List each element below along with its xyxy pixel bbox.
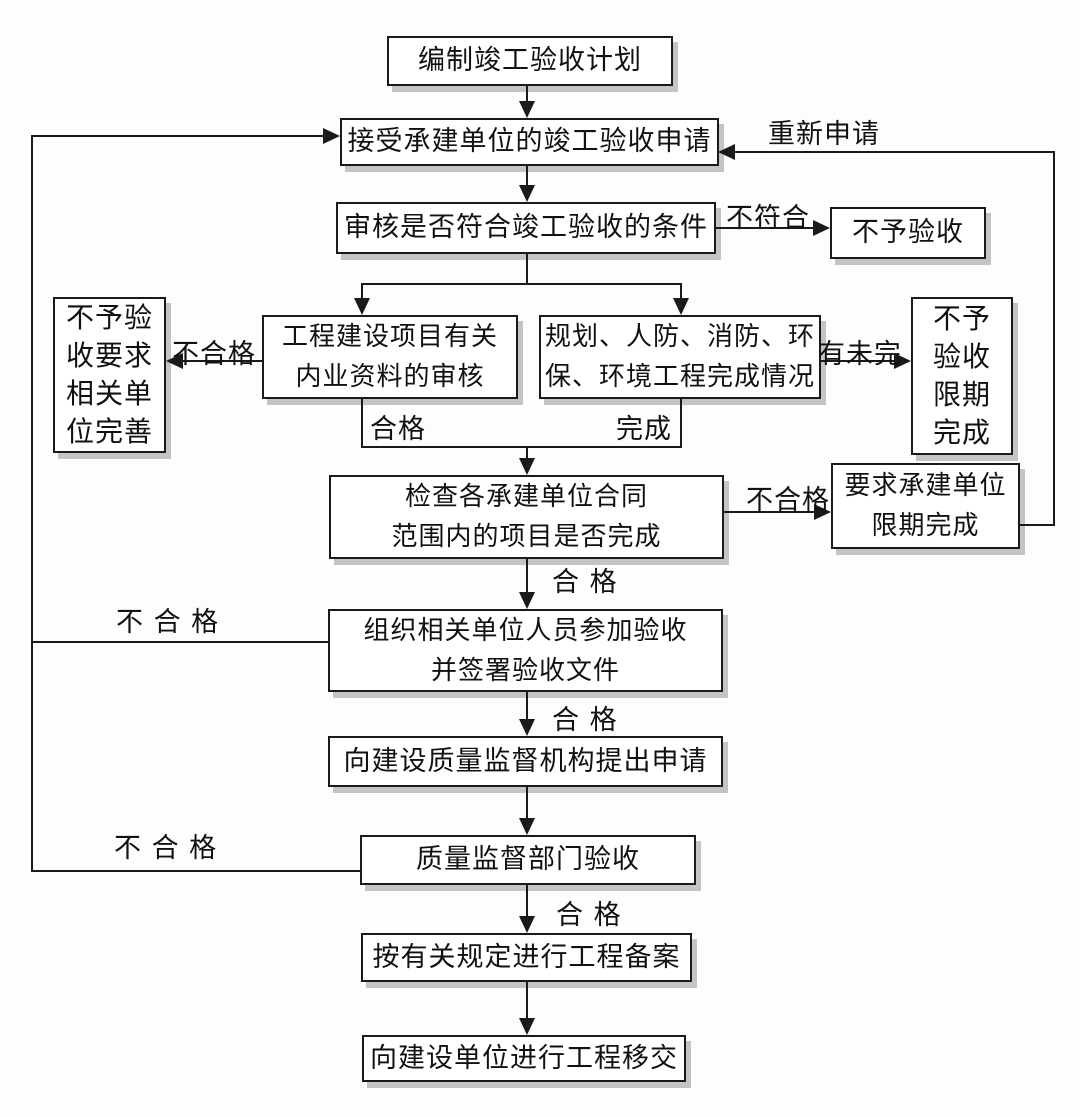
connector-quality-filing: [526, 885, 528, 917]
node-no-acceptance-deadline: 不予 验收 限期 完成: [911, 297, 1013, 455]
connector-accept-review: [526, 166, 528, 186]
arrowhead-right-require: [814, 504, 831, 520]
connector-feedback-right-vertical: [1053, 152, 1055, 526]
label-unqualified-quality: 不 合 格: [114, 833, 218, 864]
node-external-completion: 规划、人防、消防、环 保、环境工程完成情况: [539, 315, 821, 399]
arrowhead-left-improve: [166, 353, 183, 369]
node-accept-application: 接受承建单位的竣工验收申请: [340, 118, 719, 166]
node-plan: 编制竣工验收计划: [387, 36, 673, 86]
node-organize-acceptance: 组织相关单位人员参加验收 并签署验收文件: [328, 609, 723, 692]
connector-review-split: [526, 254, 528, 285]
node-project-filing: 按有关规定进行工程备案: [361, 933, 692, 982]
arrowhead-down-review: [519, 185, 535, 202]
arrowhead-left-accept-reapply: [718, 144, 735, 160]
label-qualified-organize: 合 格: [552, 705, 618, 736]
connector-quality-feedback: [31, 870, 360, 872]
node-no-acceptance-improve: 不予验 收要求 相关单 位完善: [53, 297, 166, 453]
node-review-conditions: 审核是否符合竣工验收的条件: [336, 202, 716, 254]
label-qualified-quality: 合 格: [556, 900, 622, 931]
label-incomplete: 有未完: [818, 339, 902, 370]
arrowhead-right-accept-feedback: [323, 128, 340, 144]
connector-check-organize: [526, 559, 528, 593]
label-unqualified-check: 不合格: [746, 485, 830, 516]
connector-merge-bar: [361, 446, 682, 448]
arrowhead-down-filing: [519, 916, 535, 933]
arrowhead-down-docs: [354, 298, 370, 315]
connector-require-feedback-out: [1020, 524, 1055, 526]
label-unqualified-organize: 不 合 格: [116, 607, 220, 638]
arrowhead-right-deadline: [894, 353, 911, 369]
connector-feedback-left-vertical: [31, 135, 33, 872]
connector-external-merge: [680, 398, 682, 448]
connector-docs-merge: [361, 398, 363, 448]
connector-apply-quality: [526, 787, 528, 819]
connector-review-noacceptance: [716, 227, 814, 229]
connector-filing-handover: [526, 982, 528, 1019]
node-apply-quality-supervision: 向建设质量监督机构提出申请: [328, 736, 723, 787]
node-quality-dept-acceptance: 质量监督部门验收: [360, 835, 696, 885]
connector-plan-accept: [526, 86, 528, 102]
connector-external-deadline: [821, 360, 895, 362]
connector-split-bar: [361, 283, 682, 285]
label-reapply: 重新申请: [768, 119, 880, 150]
label-qualified-docs: 合格: [370, 414, 426, 445]
node-internal-docs-review: 工程建设项目有关 内业资料的审核: [262, 315, 518, 399]
arrowhead-down-external: [673, 298, 689, 315]
arrowhead-down-accept: [519, 101, 535, 118]
node-require-deadline: 要求承建单位 限期完成: [831, 463, 1020, 549]
arrowhead-down-check: [519, 458, 535, 475]
node-no-acceptance: 不予验收: [830, 207, 986, 259]
connector-feedback-left-top: [31, 135, 324, 137]
label-completed: 完成: [616, 414, 672, 445]
arrowhead-down-handover: [519, 1018, 535, 1035]
connector-split-right: [680, 283, 682, 299]
label-unqualified-docs: 不合格: [172, 339, 256, 370]
label-not-conforming: 不符合: [726, 203, 810, 234]
connector-merge-check: [526, 446, 528, 460]
node-check-contract-scope: 检查各承建单位合同 范围内的项目是否完成: [329, 475, 724, 559]
connector-feedback-reapply: [735, 151, 1055, 153]
connector-check-require: [724, 511, 815, 513]
connector-organize-feedback: [31, 641, 328, 643]
connector-split-left: [361, 283, 363, 299]
arrowhead-down-apply: [519, 719, 535, 736]
arrowhead-right-noacceptance: [813, 220, 830, 236]
connector-docs-improve: [183, 360, 262, 362]
arrowhead-down-quality: [519, 818, 535, 835]
node-project-handover: 向建设单位进行工程移交: [362, 1035, 686, 1082]
label-qualified-check: 合 格: [552, 567, 618, 598]
connector-organize-apply: [526, 692, 528, 720]
arrowhead-down-organize: [519, 592, 535, 609]
